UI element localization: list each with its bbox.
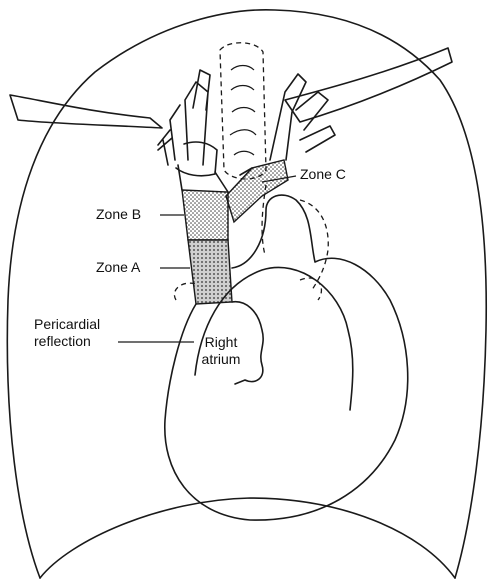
right-atrium-label-line1: Right bbox=[196, 334, 246, 351]
pericardial-reflection-label: Pericardial reflection bbox=[34, 316, 100, 350]
trachea-rings bbox=[230, 66, 256, 156]
right-atrium-label-line2: atrium bbox=[196, 351, 246, 368]
right-vessels bbox=[270, 74, 335, 160]
zone-c-region bbox=[226, 160, 288, 222]
zone-c-label: Zone C bbox=[300, 166, 346, 183]
zone-a-label: Zone A bbox=[96, 259, 140, 276]
zone-b-region bbox=[182, 190, 228, 240]
right-clavicle bbox=[285, 48, 452, 122]
right-atrium-label: Right atrium bbox=[196, 334, 246, 368]
zone-a-region bbox=[188, 240, 232, 304]
trachea-outline bbox=[220, 43, 266, 179]
thorax-outline bbox=[7, 10, 486, 578]
aortic-arch bbox=[262, 185, 328, 290]
pericardial-label-line1: Pericardial bbox=[34, 316, 100, 333]
diaphragm bbox=[40, 498, 455, 578]
left-clavicle bbox=[10, 95, 162, 128]
left-vessels bbox=[158, 70, 210, 165]
zone-b-label: Zone B bbox=[96, 206, 141, 223]
pericardial-label-line2: reflection bbox=[34, 333, 100, 350]
left-brachiocephalic bbox=[176, 142, 217, 176]
